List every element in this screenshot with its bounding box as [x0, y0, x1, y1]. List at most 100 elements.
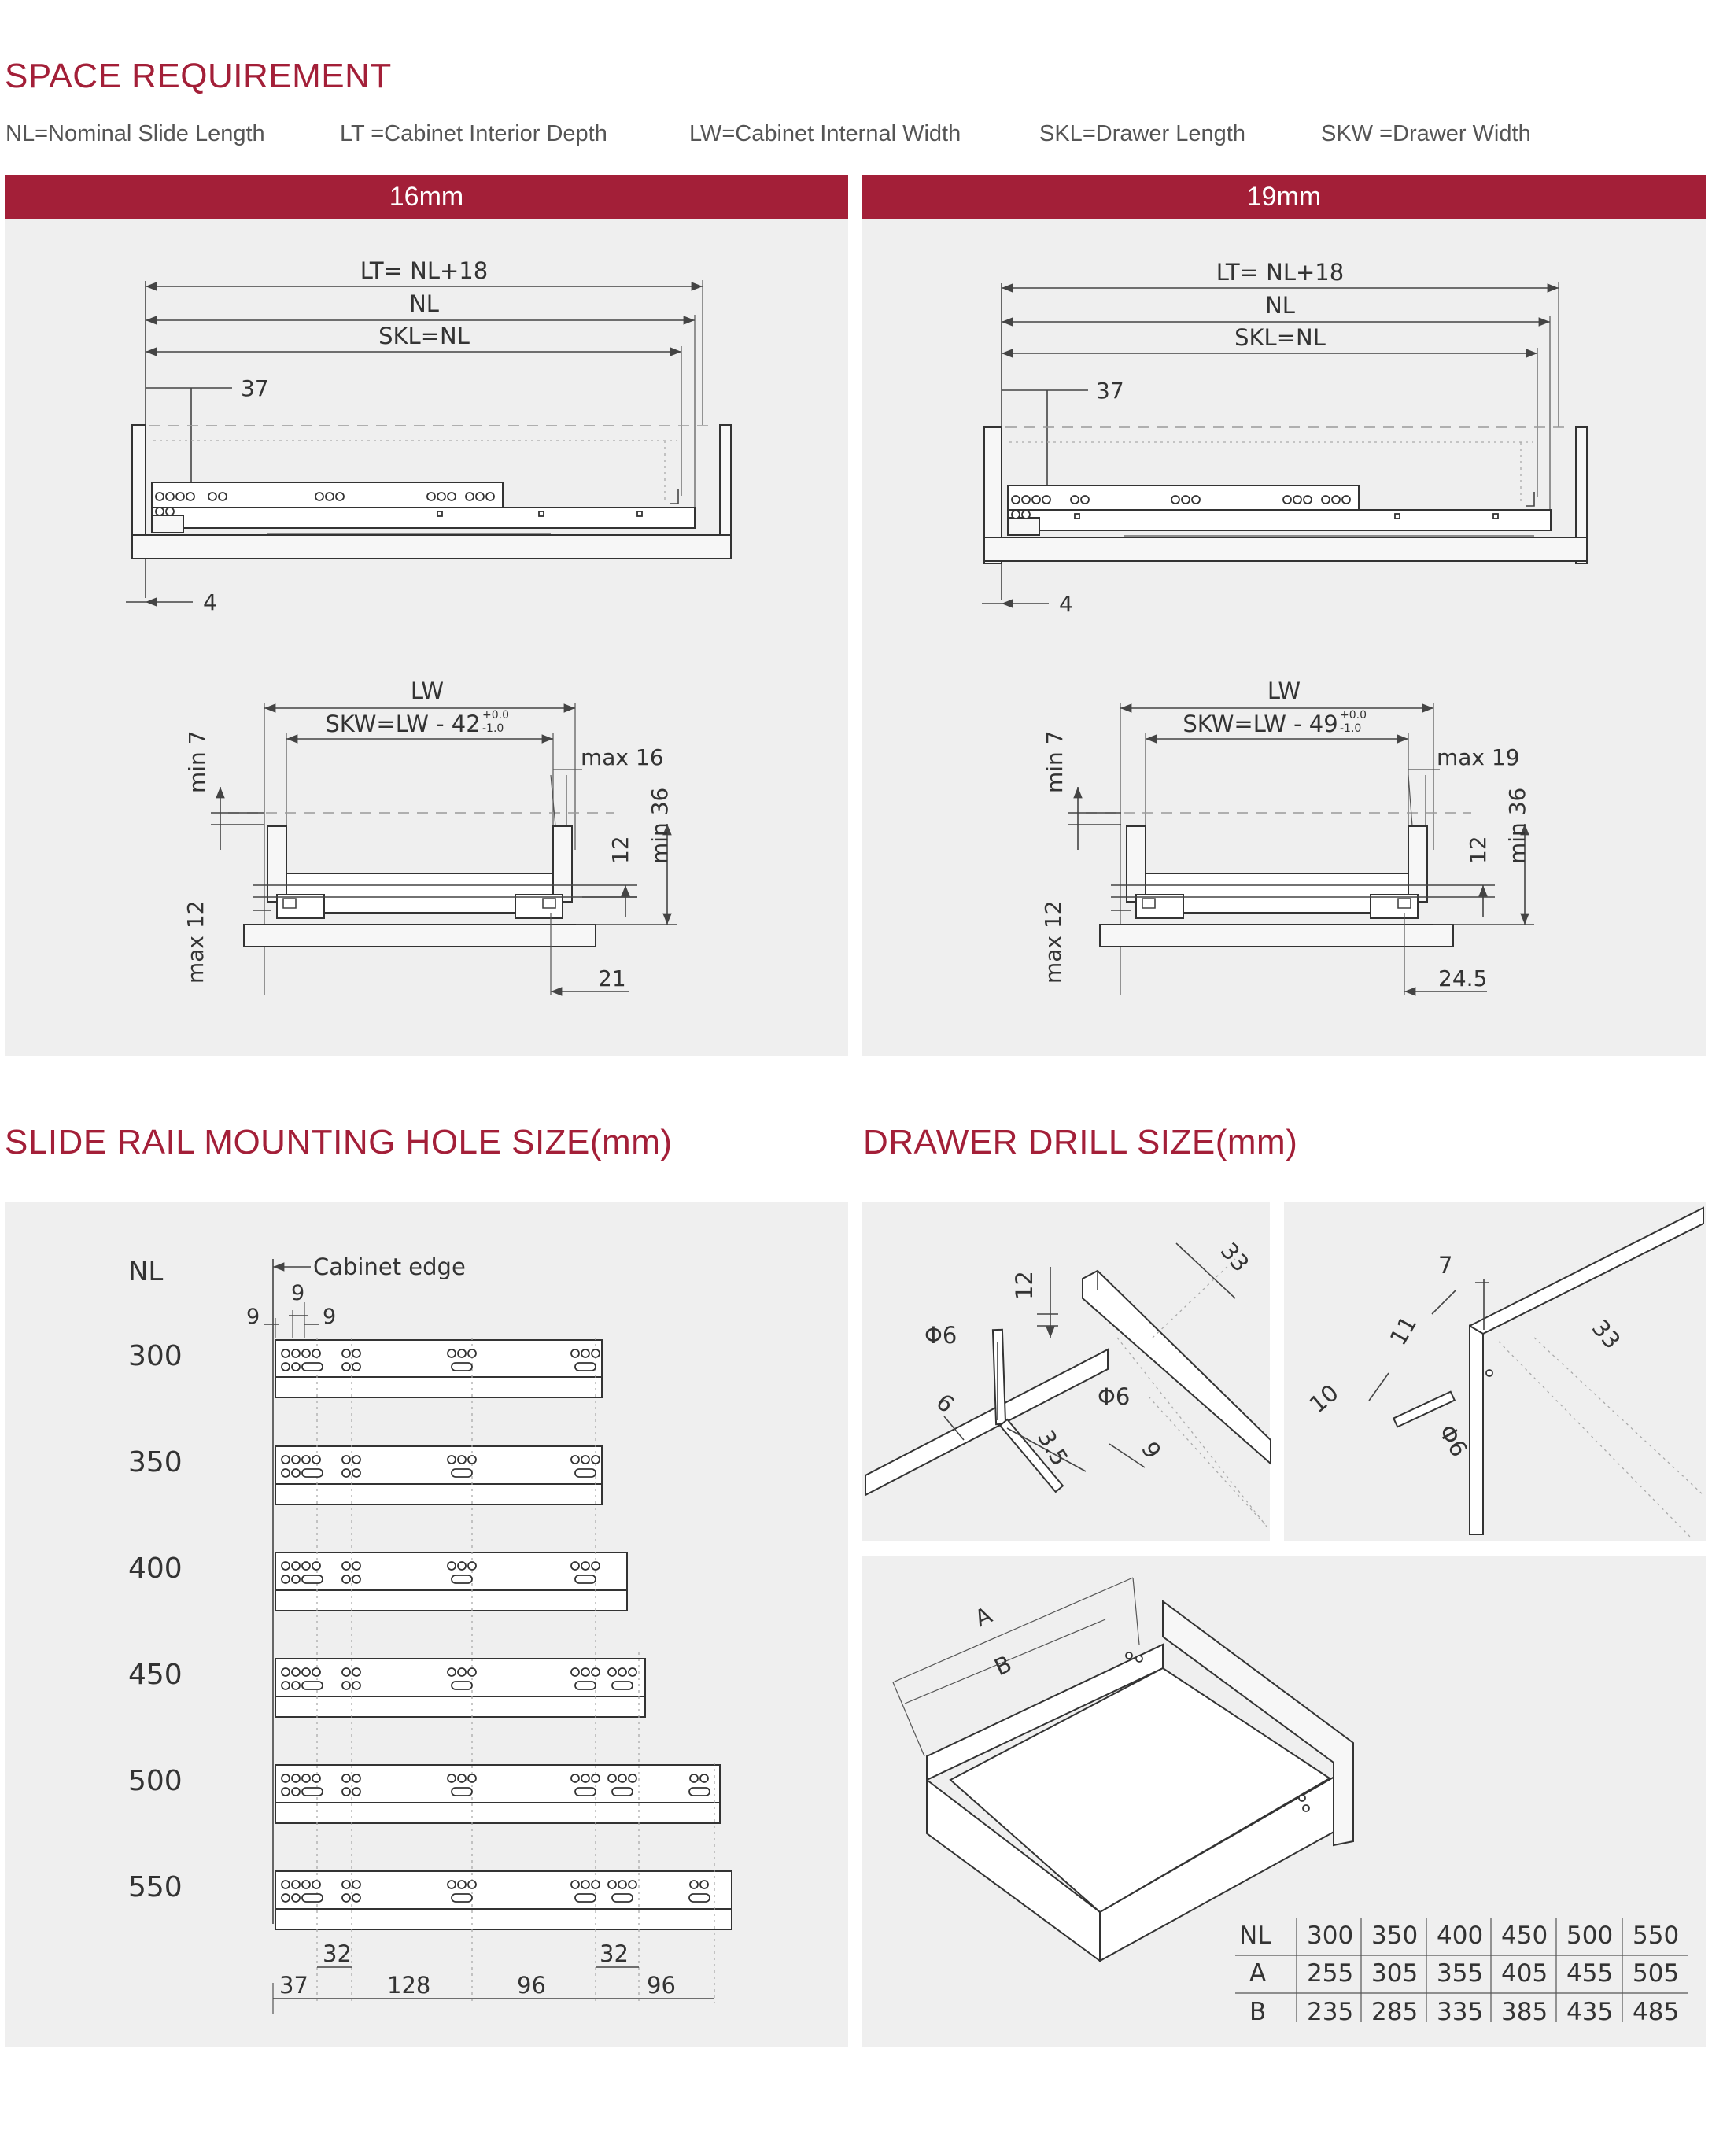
mounting-labels: NL Cabinet edge 9 9 9 300 350 400 450 50…: [128, 1253, 676, 1999]
table-b-450: 385: [1501, 1998, 1548, 2026]
tol-dn-16mm: -1.0: [482, 722, 504, 735]
tol-up-16mm: +0.0: [482, 709, 509, 722]
side-labels-16mm: LT= NL+18 NL SKL=NL 37 4: [203, 257, 488, 615]
table-header-500: 500: [1566, 1922, 1613, 1950]
front-view-16mm: [211, 703, 677, 996]
table-header-nl: NL: [1239, 1922, 1271, 1950]
max-side-label-16mm: max 16: [581, 744, 664, 770]
bottom-label-16mm: 4: [203, 589, 217, 615]
drill-right-seven: 7: [1438, 1252, 1452, 1279]
drill-left-thirty-three: 33: [1216, 1238, 1255, 1277]
side-view-19mm: [982, 282, 1588, 608]
nl-label-19mm: NL: [1265, 292, 1295, 319]
top-dim-9-b: 9: [291, 1281, 304, 1305]
drill-left-diagram: [865, 1242, 1271, 1527]
table-b-550: 485: [1633, 1998, 1679, 2026]
max12-label-19mm: max 12: [1040, 900, 1066, 984]
row-label-550: 550: [128, 1871, 183, 1903]
box-label-b: B: [991, 1650, 1016, 1681]
mounting-nl-label: NL: [128, 1256, 163, 1287]
drill-right-diagram: [1368, 1206, 1704, 1539]
tol-dn-19mm: -1.0: [1340, 722, 1361, 735]
top-dim-9-a: 9: [246, 1305, 260, 1329]
table-row-a-label: A: [1249, 1959, 1266, 1988]
table-a-450: 405: [1501, 1959, 1548, 1988]
row-label-450: 450: [128, 1659, 183, 1691]
table-b-300: 235: [1307, 1998, 1353, 2026]
table-a-350: 305: [1371, 1959, 1418, 1988]
side-holes-19mm: [1011, 492, 1535, 519]
legend-skl: SKL=Drawer Length: [1039, 121, 1245, 146]
space-requirement-heading: SPACE REQUIREMENT: [5, 57, 392, 95]
side-holes-16mm: [155, 489, 679, 517]
nl-table: NL 300 350 400 450 500 550 A 255 305 355…: [1235, 1918, 1688, 2026]
row-label-400: 400: [128, 1552, 183, 1585]
box-label-a: A: [971, 1601, 996, 1632]
legend-lt: LT =Cabinet Interior Depth: [340, 121, 607, 146]
lt-label-19mm: LT= NL+18: [1216, 259, 1344, 286]
table-header-550: 550: [1633, 1922, 1679, 1950]
table-b-400: 335: [1437, 1998, 1483, 2026]
bottom-dim-96-a: 96: [517, 1972, 546, 1999]
min7-label-16mm: min 7: [184, 730, 210, 793]
table-b-500: 435: [1566, 1998, 1613, 2026]
mounting-diagram: [264, 1259, 732, 2014]
row-label-350: 350: [128, 1446, 183, 1479]
bottom-dim-128: 128: [387, 1972, 430, 1999]
table-header-350: 350: [1371, 1922, 1418, 1950]
front-labels-19mm: LW SKW=LW - 49 +0.0 -1.0 max 19 min 7 12…: [1040, 677, 1530, 991]
skl-label-19mm: SKL=NL: [1234, 324, 1326, 351]
lw-label-19mm: LW: [1267, 677, 1301, 704]
drill-right-thirty-three: 33: [1587, 1315, 1626, 1354]
cabinet-edge-label: Cabinet edge: [313, 1253, 466, 1280]
bottom-dim-32-a: 32: [323, 1940, 352, 1967]
drill-left-six: 6: [932, 1388, 960, 1418]
lw-label-16mm: LW: [411, 677, 444, 704]
table-a-400: 355: [1437, 1959, 1483, 1988]
skl-label-16mm: SKL=NL: [378, 323, 470, 349]
nl-label-16mm: NL: [409, 290, 439, 317]
band-16mm: 16mm: [5, 175, 848, 219]
drill-left-phi-top: Φ6: [924, 1322, 957, 1349]
drill-right-phi: Φ6: [1433, 1420, 1473, 1462]
drawer-box-labels: A B: [971, 1601, 1016, 1681]
min36-label-19mm: min 36: [1504, 788, 1530, 864]
legend-skw: SKW =Drawer Width: [1321, 121, 1531, 146]
table-b-350: 285: [1371, 1998, 1418, 2026]
twelve-label-19mm: 12: [1465, 836, 1491, 864]
table-header-300: 300: [1307, 1922, 1353, 1950]
drill-left-nine: 9: [1136, 1438, 1167, 1464]
max-side-label-19mm: max 19: [1437, 744, 1520, 770]
mounting-holes: [281, 1349, 710, 1903]
legend-nl: NL=Nominal Slide Length: [6, 121, 265, 146]
bottom-dim-96-b: 96: [647, 1972, 676, 1999]
drill-right-eleven: 11: [1385, 1312, 1422, 1350]
front-labels-16mm: LW SKW=LW - 42 +0.0 -1.0 max 16 min 7 12…: [183, 677, 673, 991]
table-row-b-label: B: [1249, 1998, 1266, 2026]
gap-label-16mm: 21: [598, 965, 626, 991]
table-a-500: 455: [1566, 1959, 1613, 1988]
mounting-heading: SLIDE RAIL MOUNTING HOLE SIZE(mm): [5, 1123, 673, 1161]
table-header-450: 450: [1501, 1922, 1548, 1950]
min36-label-16mm: min 36: [647, 788, 673, 864]
front-view-19mm: [1068, 703, 1534, 996]
tol-up-19mm: +0.0: [1340, 709, 1367, 722]
table-a-300: 255: [1307, 1959, 1353, 1988]
bottom-dim-37: 37: [279, 1972, 308, 1999]
bottom-label-19mm: 4: [1059, 591, 1073, 617]
drill-heading: DRAWER DRILL SIZE(mm): [863, 1123, 1298, 1161]
top-dim-9-c: 9: [323, 1305, 336, 1329]
row-label-500: 500: [128, 1765, 183, 1797]
min7-label-19mm: min 7: [1042, 730, 1068, 793]
row-label-300: 300: [128, 1340, 183, 1372]
max12-label-16mm: max 12: [183, 900, 208, 984]
panel-drill-right: [1284, 1202, 1706, 1541]
bottom-dim-32-b: 32: [600, 1940, 629, 1967]
drill-right-ten: 10: [1304, 1379, 1344, 1419]
legend-lw: LW=Cabinet Internal Width: [689, 121, 961, 146]
offset-label-16mm: 37: [241, 375, 269, 401]
lt-label-16mm: LT= NL+18: [360, 257, 488, 284]
side-labels-19mm: LT= NL+18 NL SKL=NL 37 4: [1059, 259, 1344, 617]
band-19mm: 19mm: [862, 175, 1706, 219]
